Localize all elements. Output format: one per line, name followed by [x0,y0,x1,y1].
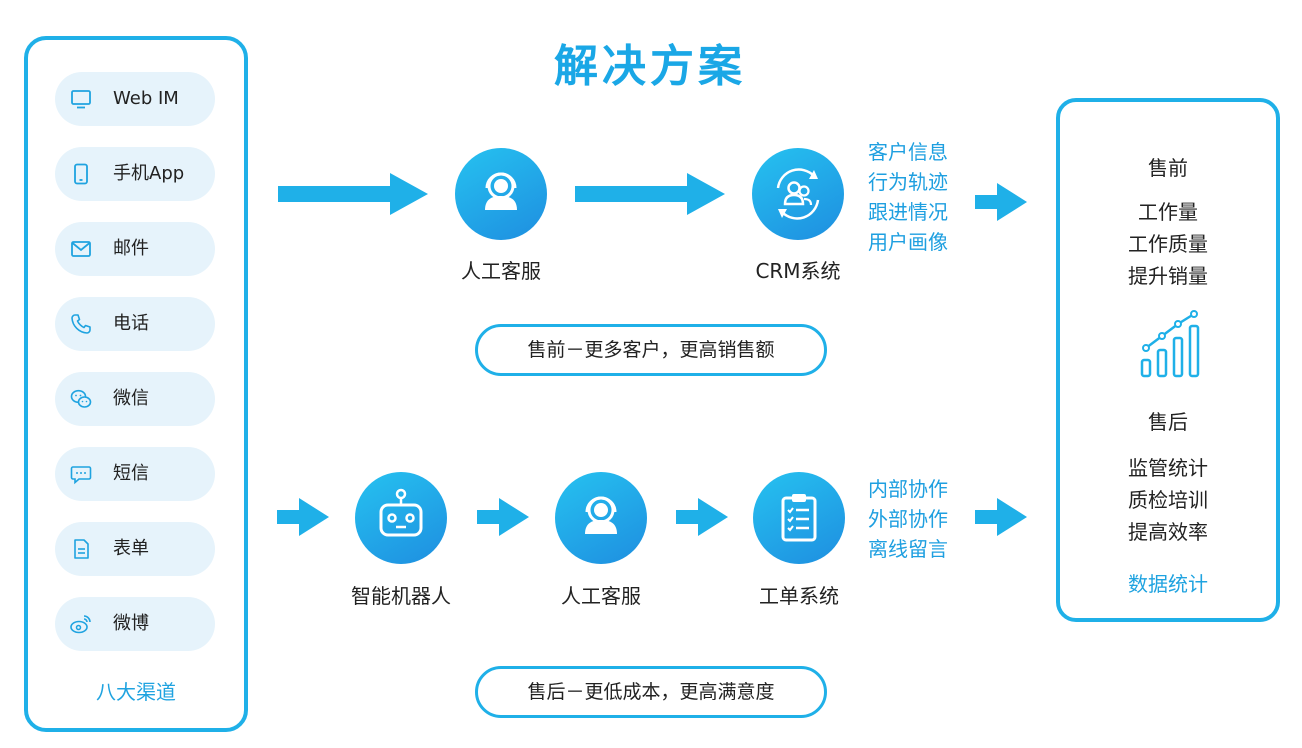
envelope-icon [71,241,91,257]
channel-label: Web IM [113,88,179,109]
growth-bar-chart-icon [1140,310,1200,378]
results-caption: 数据统计 [1128,572,1208,596]
robot-label: 智能机器人 [351,584,451,608]
arrow-right-icon [277,498,329,536]
info-item: 离线留言 [868,537,948,561]
channels-caption: 八大渠道 [96,680,176,704]
ticket-system-node [753,472,845,564]
presale-pill: 售前－更多客户，更高销售额 [475,324,827,376]
weibo-icon [70,615,91,634]
sms-icon [70,466,92,485]
result-item: 工作质量 [1128,232,1208,256]
channel-weibo[interactable]: 微博 [55,597,215,651]
channel-label: 短信 [113,463,149,484]
form-document-icon [74,539,89,559]
arrow-right-icon [676,498,728,536]
result-item: 监管统计 [1128,456,1208,480]
channel-email[interactable]: 邮件 [55,222,215,276]
robot-icon [379,488,423,537]
channel-mobile-app[interactable]: 手机App [55,147,215,201]
presale-heading: 售前 [1148,156,1188,180]
clipboard-checklist-icon [781,494,817,542]
human-agent-label: 人工客服 [461,259,541,283]
monitor-icon [71,90,91,109]
headset-agent-icon [585,496,617,534]
channel-label: 表单 [113,538,149,559]
info-item: 用户画像 [868,230,948,254]
info-item: 客户信息 [868,140,948,164]
info-item: 内部协作 [868,477,948,501]
human-agent-node [455,148,547,240]
result-item: 提高效率 [1128,520,1208,544]
channel-label: 微信 [113,388,149,409]
channel-form[interactable]: 表单 [55,522,215,576]
channels-panel: Web IM 手机App 邮件 电话 微信 [24,36,248,732]
robot-node [355,472,447,564]
headset-agent-icon [485,172,517,210]
wechat-icon [70,389,92,408]
presale-info-list: 客户信息 行为轨迹 跟进情况 用户画像 [868,137,948,257]
arrow-right-icon [575,173,725,215]
human-agent-label: 人工客服 [561,584,641,608]
arrow-right-icon [975,183,1027,221]
aftersale-heading: 售后 [1148,410,1188,434]
results-panel: 售前 工作量 工作质量 提升销量 售后 监管统计 质检培训 提高效率 数据统计 [1056,98,1280,622]
crm-users-cycle-icon [776,168,820,220]
aftersale-info-list: 内部协作 外部协作 离线留言 [868,474,948,564]
ticket-system-label: 工单系统 [759,584,839,608]
phone-icon [71,314,91,334]
aftersale-pill: 售后－更低成本，更高满意度 [475,666,827,718]
channel-phone[interactable]: 电话 [55,297,215,351]
channel-wechat[interactable]: 微信 [55,372,215,426]
channel-sms[interactable]: 短信 [55,447,215,501]
arrow-right-icon [477,498,529,536]
arrow-right-icon [278,173,428,215]
human-agent-node-aftersale [555,472,647,564]
page-title: 解决方案 [554,41,746,92]
arrow-right-icon [975,498,1027,536]
result-item: 工作量 [1138,200,1198,224]
crm-system-label: CRM系统 [755,259,841,283]
channel-label: 微博 [113,613,149,634]
result-item: 质检培训 [1128,488,1208,512]
info-item: 跟进情况 [868,200,948,224]
channel-label: 邮件 [113,238,149,259]
channel-web-im[interactable]: Web IM [55,72,215,126]
crm-system-node [752,148,844,240]
channel-label: 电话 [113,313,149,334]
result-item: 提升销量 [1128,264,1208,288]
mobile-phone-icon [74,163,88,185]
info-item: 行为轨迹 [868,170,948,194]
channel-label: 手机App [113,163,185,184]
info-item: 外部协作 [868,507,948,531]
